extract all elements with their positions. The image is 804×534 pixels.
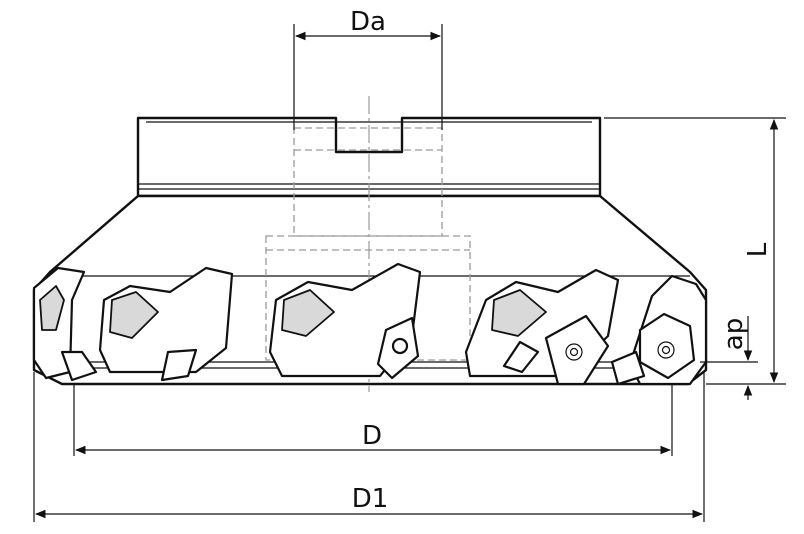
label-ap: ap (719, 318, 749, 350)
label-d1: D1 (352, 484, 389, 514)
label-d: D (362, 421, 382, 451)
insert-1 (98, 266, 234, 382)
dimension-l: L (604, 117, 786, 385)
insert-left-edge (32, 266, 98, 382)
dimension-ap: ap (700, 316, 758, 400)
label-da: Da (350, 7, 386, 37)
dimension-d: D (73, 384, 673, 456)
insert-3 (464, 268, 620, 386)
dimension-da: Da (293, 7, 443, 130)
label-l: L (743, 242, 773, 257)
insert-right-edge (610, 274, 708, 386)
hidden-bore-lines (265, 127, 471, 361)
insert-2 (268, 262, 422, 380)
dimension-d1: D1 (33, 372, 705, 522)
